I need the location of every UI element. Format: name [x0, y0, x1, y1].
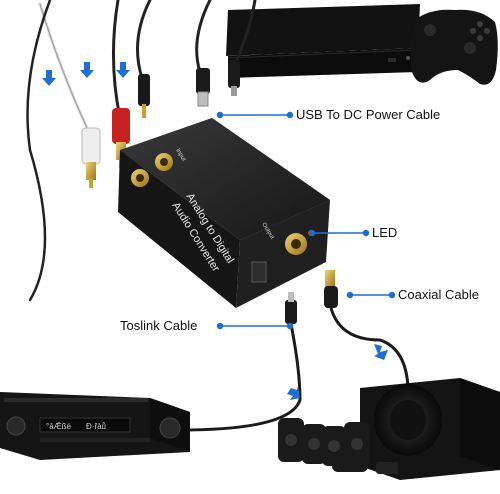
toslink-plug — [179, 292, 302, 432]
subwoofer — [360, 378, 500, 480]
arrow-right-icon — [374, 344, 388, 360]
usb-plug — [196, 68, 210, 107]
game-controller — [410, 9, 498, 85]
satellite-speakers — [278, 418, 398, 474]
callout-usb-power: USB To DC Power Cable — [296, 107, 441, 122]
receiver-display-left: °āǢßé — [46, 422, 72, 431]
coaxial-plug — [324, 270, 410, 401]
callout-led: LED — [372, 225, 398, 240]
arrow-down-icon — [42, 70, 56, 86]
audio-converter: Analog to Digital Audio Converter Input … — [118, 118, 330, 308]
game-console — [226, 4, 420, 78]
av-receiver: °āǢßé Ð·řàů — [0, 392, 190, 460]
arrow-down-icon — [80, 62, 94, 78]
callout-toslink: Toslink Cable — [120, 318, 198, 333]
rca-white-plug — [81, 127, 101, 188]
arrow-down-icon — [116, 62, 130, 78]
input-cables — [26, 0, 257, 302]
dc-power-plug — [228, 60, 240, 96]
aux-plug — [138, 74, 150, 118]
callout-coaxial: Coaxial Cable — [398, 287, 479, 302]
receiver-display-right: Ð·řàů — [86, 422, 106, 431]
arrow-left-icon — [287, 386, 300, 400]
callout-lines — [216, 111, 396, 330]
